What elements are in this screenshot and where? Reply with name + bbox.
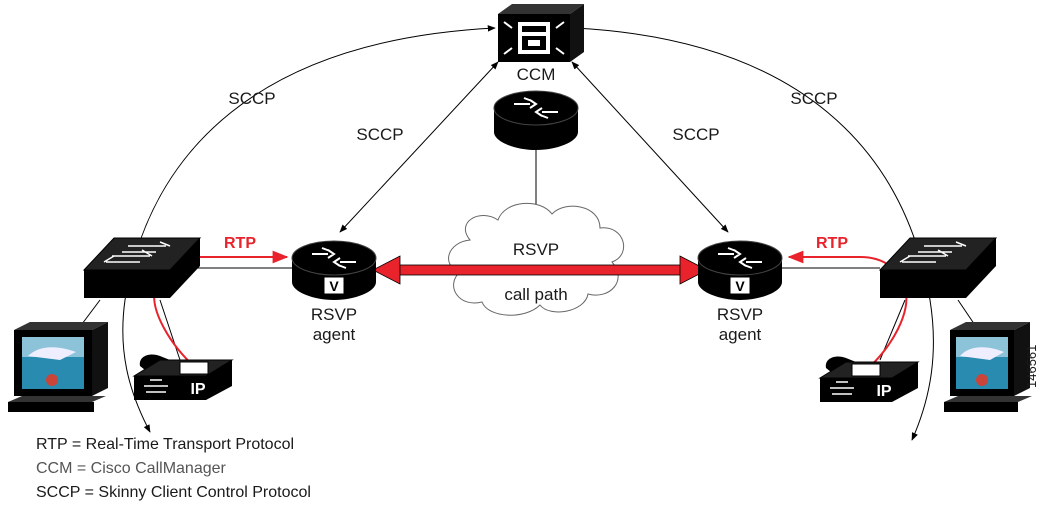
router-badge-right: V bbox=[735, 278, 745, 294]
network-cloud bbox=[448, 202, 624, 316]
switch-phone-link-left bbox=[159, 299, 181, 361]
core-router-icon bbox=[493, 90, 579, 150]
rsvp-agent-router-left-icon: V bbox=[291, 240, 377, 300]
sccp-arc-far-right bbox=[574, 25, 934, 441]
rsvp-label: RSVP bbox=[513, 240, 559, 259]
callmanager-server-icon bbox=[498, 4, 584, 62]
switch-right-icon bbox=[878, 237, 998, 298]
pc-left-icon bbox=[8, 322, 108, 412]
sccp-label-left: SCCP bbox=[356, 125, 403, 144]
rsvp-agent-router-right-icon: V bbox=[697, 240, 783, 300]
figure-id: 146561 bbox=[1024, 344, 1039, 388]
pc-right-icon bbox=[944, 322, 1032, 412]
sccp-label-far-left: SCCP bbox=[228, 89, 275, 108]
rsvp-agent-left-line1: RSVP bbox=[311, 305, 357, 324]
ccm-label: CCM bbox=[517, 65, 556, 84]
call-path-label: call path bbox=[504, 285, 567, 304]
phone-ip-label-left: IP bbox=[190, 381, 205, 398]
ip-phone-left-icon: IP bbox=[132, 354, 234, 400]
legend-sccp: SCCP = Skinny Client Control Protocol bbox=[36, 484, 311, 501]
rsvp-agent-right-line1: RSVP bbox=[717, 305, 763, 324]
rsvp-agent-right-line2: agent bbox=[719, 325, 762, 344]
switch-left-icon bbox=[82, 237, 202, 298]
sccp-label-right: SCCP bbox=[672, 125, 719, 144]
sccp-label-far-right: SCCP bbox=[790, 89, 837, 108]
rtp-label-right: RTP bbox=[816, 235, 848, 252]
rsvp-agent-left-line2: agent bbox=[313, 325, 356, 344]
rtp-label-left: RTP bbox=[224, 235, 256, 252]
sccp-link-left bbox=[339, 61, 499, 233]
legend-rtp: RTP = Real-Time Transport Protocol bbox=[36, 436, 295, 453]
legend-ccm: CCM = Cisco CallManager bbox=[36, 460, 226, 477]
rsvp-call-path-arrow bbox=[372, 255, 708, 285]
sccp-arc-far-left bbox=[122, 25, 496, 433]
ip-phone-right-icon: IP bbox=[818, 356, 920, 402]
router-badge-left: V bbox=[329, 278, 339, 294]
phone-ip-label-right: IP bbox=[876, 383, 891, 400]
sccp-link-right bbox=[571, 61, 729, 233]
